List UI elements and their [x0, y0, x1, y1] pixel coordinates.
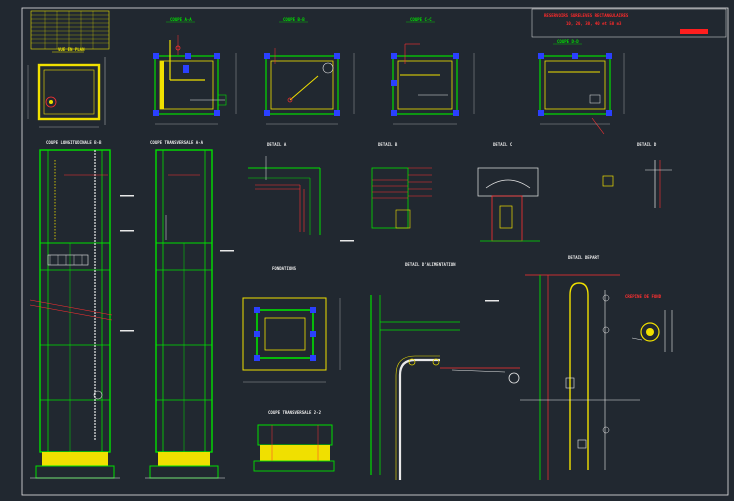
- svg-text:DETAIL B: DETAIL B: [378, 142, 398, 147]
- detail-a: DETAIL A: [248, 142, 321, 235]
- foundation-plan: FONDATIONS: [242, 266, 341, 383]
- section-d-d: COUPE D-D: [538, 39, 625, 135]
- strainer-detail: CREPINE DE FOND: [625, 294, 673, 352]
- reinforcement-schedule-table: [30, 10, 110, 50]
- svg-text:CREPINE DE FOND: CREPINE DE FOND: [625, 294, 662, 299]
- svg-text:COUPE LONGITUDINALE B-B: COUPE LONGITUDINALE B-B: [46, 140, 102, 145]
- transverse-section: COUPE TRANSVERSALE A-A: [145, 140, 225, 479]
- title-block: RESERVOIRS SURELEVES RECTANGULAIRES 10, …: [531, 8, 727, 38]
- svg-text:DETAIL C: DETAIL C: [493, 142, 513, 147]
- drawing-frame: [21, 7, 729, 496]
- svg-text:COUPE C-C: COUPE C-C: [410, 17, 432, 22]
- detail-d: DETAIL D: [602, 142, 672, 208]
- svg-text:VUE EN PLAN: VUE EN PLAN: [58, 47, 85, 52]
- longitudinal-section: COUPE LONGITUDINALE B-B: [29, 140, 120, 479]
- footing-section: COUPE TRANSVERSALE 2-2: [253, 410, 335, 472]
- svg-text:COUPE TRANSVERSALE 2-2: COUPE TRANSVERSALE 2-2: [268, 410, 322, 415]
- svg-text:FONDATIONS: FONDATIONS: [272, 266, 297, 271]
- svg-text:DETAIL D'ALIMENTATION: DETAIL D'ALIMENTATION: [405, 262, 456, 267]
- section-b-b: COUPE B-B: [264, 17, 355, 125]
- plan-view: VUE EN PLAN: [27, 47, 106, 128]
- svg-text:DETAIL A: DETAIL A: [267, 142, 287, 147]
- section-a-a: COUPE A-A: [153, 17, 237, 125]
- detail-b: DETAIL B: [371, 142, 432, 229]
- section-c-c: COUPE C-C: [391, 17, 475, 125]
- outlet-pipe-detail: DETAIL DEPART: [520, 255, 640, 480]
- feed-pipe-detail: DETAIL D'ALIMENTATION: [370, 262, 520, 480]
- title-red-stamp: [680, 29, 708, 34]
- svg-text:DETAIL DEPART: DETAIL DEPART: [568, 255, 600, 260]
- detail-c: DETAIL C: [477, 142, 540, 242]
- svg-text:COUPE D-D: COUPE D-D: [557, 39, 579, 44]
- svg-text:COUPE B-B: COUPE B-B: [283, 17, 305, 22]
- svg-text:DETAIL D: DETAIL D: [637, 142, 657, 147]
- svg-text:COUPE A-A: COUPE A-A: [170, 17, 192, 22]
- title-line-2: 10, 20, 30, 40 et 50 m3: [566, 21, 622, 26]
- title-line-1: RESERVOIRS SURELEVES RECTANGULAIRES: [544, 13, 629, 18]
- annotation-marks: [120, 195, 499, 332]
- svg-text:COUPE TRANSVERSALE A-A: COUPE TRANSVERSALE A-A: [150, 140, 204, 145]
